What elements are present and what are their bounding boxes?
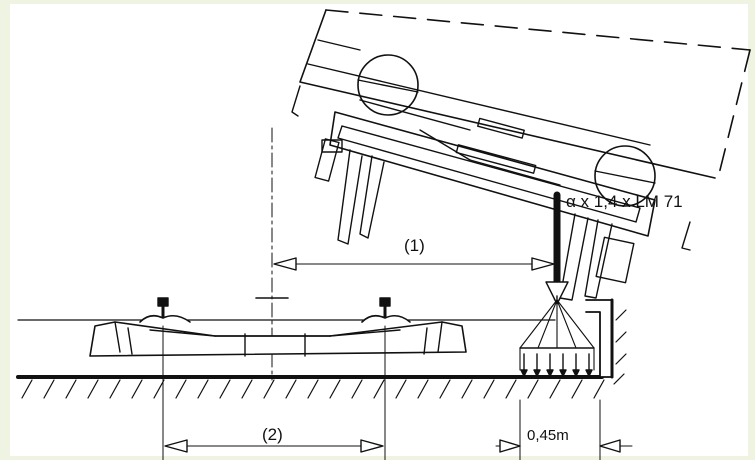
underframe-beam (359, 99, 471, 131)
bogie-left (321, 139, 343, 153)
rail-right (361, 297, 411, 323)
side-wall (585, 298, 627, 385)
dimension-1-label: (1) (404, 236, 425, 255)
rail-left (139, 297, 191, 323)
wheel-right-axle (594, 170, 656, 184)
wagon-body-outline-dashed (325, 9, 751, 51)
wagon-body-side (299, 9, 716, 179)
wagon-leg-2 (359, 155, 385, 239)
brake-lever-left (291, 85, 301, 117)
bogie-right (595, 236, 635, 284)
derailed-wagon (291, 9, 751, 301)
load-distribution (519, 299, 595, 371)
wagon-body-line-2 (307, 63, 651, 146)
underframe-plate (477, 117, 525, 139)
wagon-leg-1 (337, 149, 363, 245)
load-arrow-head (545, 281, 569, 305)
wagon-underframe-inner (337, 125, 641, 223)
wagon-wheel-right (594, 145, 656, 207)
offset-label: 0,45m (527, 427, 569, 444)
load-label: α x 1,4 x LM 71 (566, 192, 683, 211)
offset-dimension-line (495, 399, 633, 460)
dimension-1-line (273, 257, 555, 271)
dimension-2-line (162, 325, 386, 460)
brake-lever-right (681, 221, 691, 251)
wagon-body-outline-dashed-right (717, 49, 751, 179)
ground-hatching (21, 379, 605, 399)
track-sleeper (17, 319, 556, 357)
wagon-wheel-left (357, 54, 419, 116)
underframe-brace (419, 129, 471, 161)
buffer-left (314, 138, 340, 182)
distributed-load-arrows (520, 353, 593, 377)
dimension-2-label: (2) (262, 425, 283, 444)
underframe-brace-2 (469, 159, 561, 186)
wheel-left-axle (357, 79, 419, 93)
wagon-underframe (329, 111, 656, 237)
wagon-body-line (317, 39, 361, 51)
underframe-slot (455, 144, 537, 174)
wagon-leg-4 (584, 219, 613, 299)
wagon-leg-3 (559, 213, 589, 301)
